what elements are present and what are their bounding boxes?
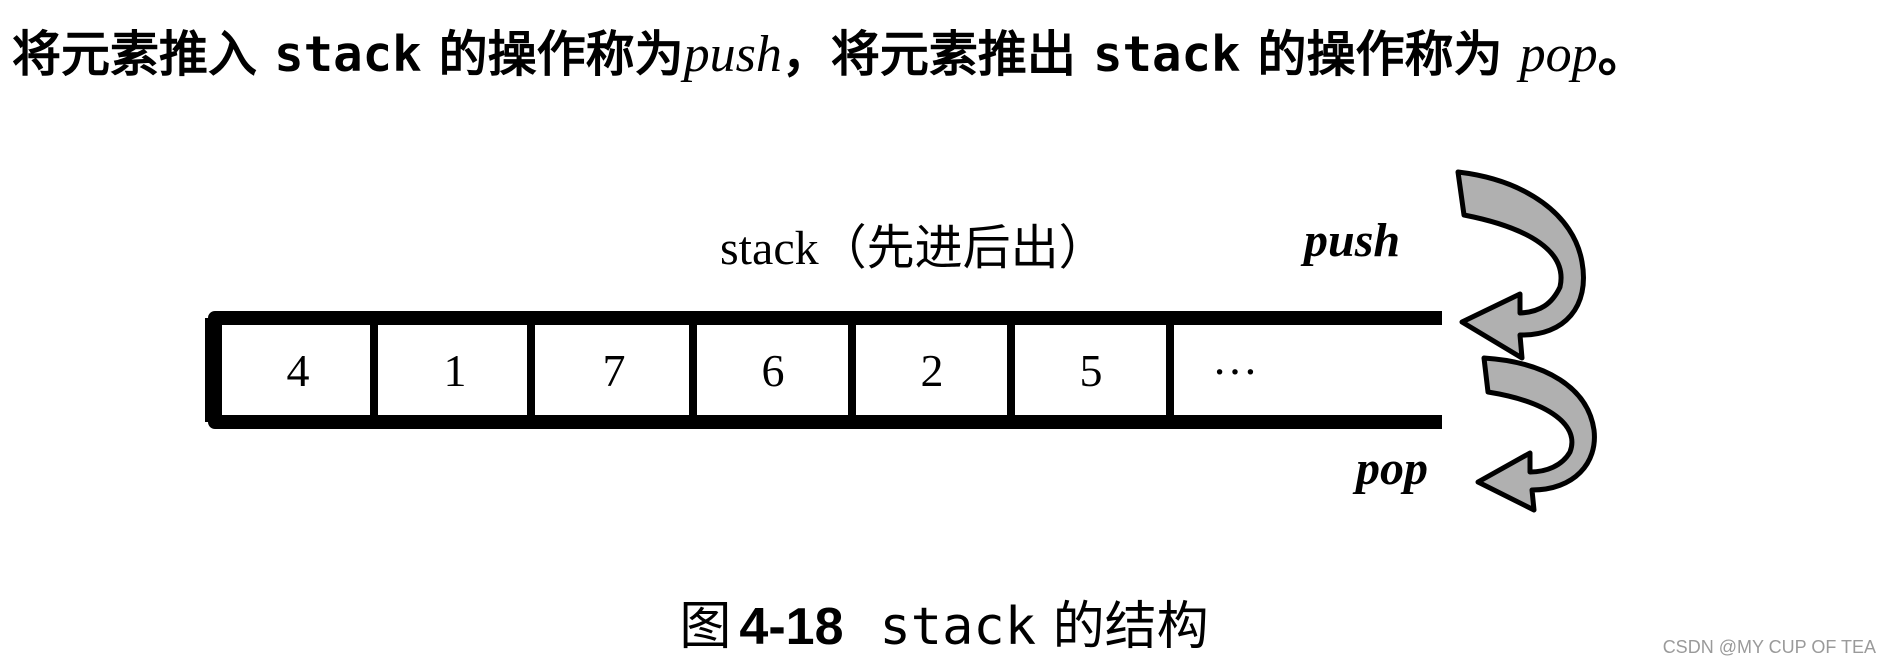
- intro-part2: 的操作称为: [421, 26, 684, 83]
- stack-cell-value: 5: [1080, 345, 1103, 396]
- stack-cell-ellipsis: …: [1212, 333, 1258, 384]
- intro-code-stack-1: stack: [274, 26, 422, 83]
- intro-part1: 将元素推入: [12, 26, 275, 83]
- intro-part3: ，将元素推出: [781, 26, 1093, 83]
- intro-code-stack-2: stack: [1092, 26, 1241, 83]
- stack-cell-value: 7: [603, 345, 626, 396]
- intro-part4: 的操作称为: [1240, 26, 1520, 83]
- cell-dividers: [370, 318, 1174, 422]
- caption-number: 4-18: [739, 598, 844, 656]
- stack-cell-value: 6: [762, 345, 785, 396]
- caption-prefix: 图: [679, 597, 732, 657]
- stack-cell-value: 4: [287, 345, 310, 396]
- push-arrow-icon: [1455, 169, 1586, 361]
- intro-op-push: push: [683, 26, 782, 83]
- pop-label: pop: [1352, 442, 1428, 495]
- pop-arrow-icon: [1475, 355, 1597, 513]
- watermark: CSDN @MY CUP OF TEA: [1662, 637, 1876, 657]
- caption-rest: 的结构: [1036, 597, 1209, 657]
- stack-cell-value: 1: [444, 345, 467, 396]
- stack-container: [205, 311, 1442, 429]
- push-label: push: [1300, 214, 1400, 267]
- intro-part5: 。: [1597, 26, 1647, 83]
- stack-cells: 4 1 7 6 2 5 …: [287, 333, 1259, 396]
- intro-op-pop: pop: [1519, 26, 1598, 83]
- stack-title: stack（先进后出）: [720, 222, 1107, 275]
- stack-cell-value: 2: [921, 345, 944, 396]
- intro-sentence: 将元素推入 stack 的操作称为push，将元素推出 stack 的操作称为 …: [12, 20, 1888, 90]
- caption-code: stack: [879, 597, 1037, 657]
